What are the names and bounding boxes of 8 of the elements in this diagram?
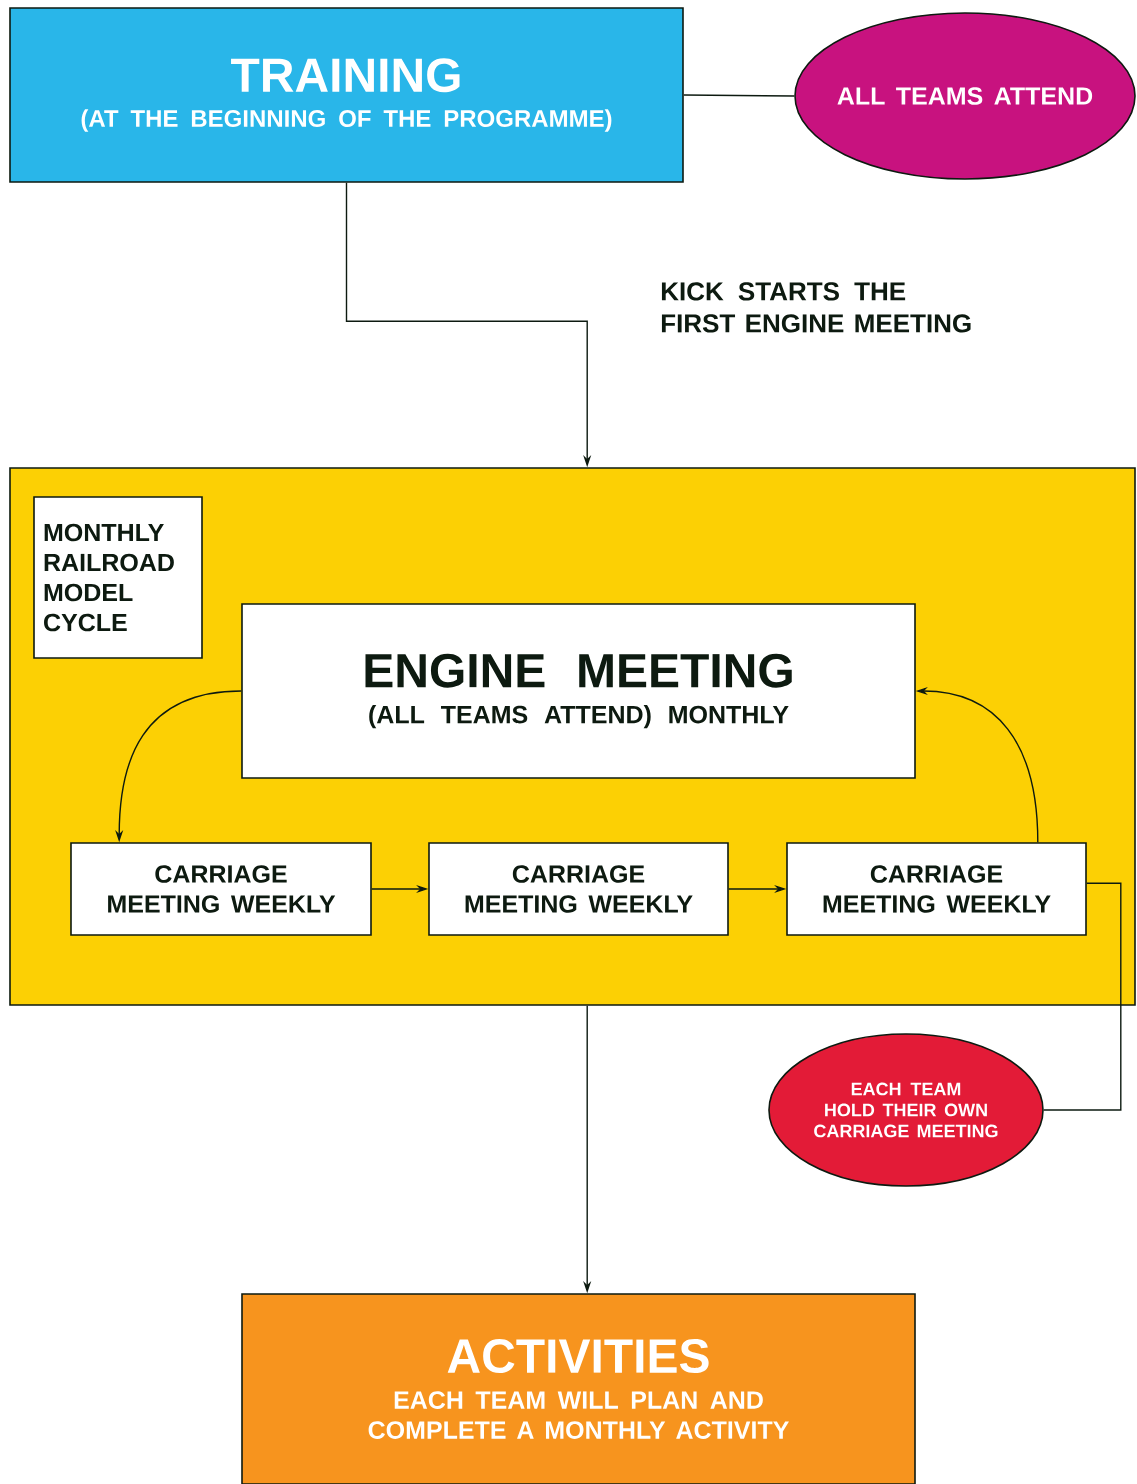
cycle-label-box: MONTHLY RAILROAD MODEL CYCLE	[33, 496, 203, 659]
meeting-box: CARRIAGE MEETING WEEKLY	[786, 842, 1087, 936]
meeting-box: CARRIAGE MEETING WEEKLY	[428, 842, 729, 936]
edge-label: KICK STARTS THE FIRST ENGINE MEETING	[660, 282, 981, 333]
meeting-box: ENGINE MEETING (ALL TEAMS ATTEND) MONTHLY	[241, 603, 916, 779]
training-box: TRAINING (AT THE BEGINNING OF THE PROGRAMME)	[9, 7, 684, 183]
meeting-box: CARRIAGE MEETING WEEKLY	[70, 842, 372, 936]
activities-box: ACTIVITIES EACH TEAM WILL PLAN AND COMPLETE A MONTHLY ACTIVITY	[241, 1293, 916, 1484]
